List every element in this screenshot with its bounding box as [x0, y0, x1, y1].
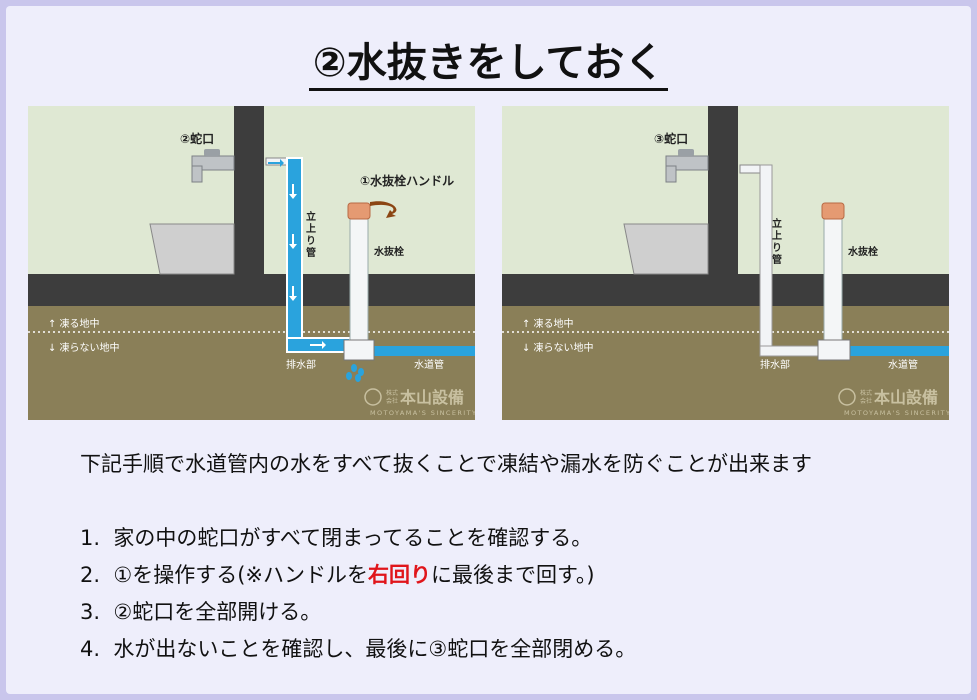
flow-arrow [289, 286, 297, 301]
step-number: 2. [80, 563, 101, 587]
flow-arrow [289, 184, 297, 199]
main-pipe [370, 346, 475, 356]
valve-handle [347, 202, 371, 220]
logo-mark [838, 388, 856, 406]
diagram-right: ③蛇口 立 上 り 管 水抜栓 ↑ 凍る地中 ↓ 凍らない地中 排水部 水道管 … [502, 106, 949, 420]
step-text: ②蛇口を全部開ける。 [113, 600, 322, 624]
riser-pipe [286, 157, 303, 345]
logo-small-2: 会社 [860, 397, 872, 405]
faucet-handle [204, 149, 220, 156]
sink [149, 223, 235, 275]
valve-pipe [349, 217, 369, 343]
logo-sub: MOTOYAMA'S SINCERITY [370, 409, 475, 417]
logo-small-1: 株式 [860, 389, 872, 397]
step-number: 1. [80, 526, 101, 550]
description: 下記手順で水道管内の水をすべて抜くことで凍結や漏水を防ぐことが出来ます [80, 452, 813, 476]
sink [623, 223, 709, 275]
step-4: 4. 水が出ないことを確認し、最後に③蛇口を全部閉める。 [80, 631, 636, 668]
riser-label-1: 立 [772, 217, 782, 230]
page-title: ②水抜きをしておく [0, 30, 977, 91]
steps-list: 1. 家の中の蛇口がすべて閉まってることを確認する。 2. ①を操作する(※ハン… [80, 520, 636, 668]
water-drop [358, 368, 364, 376]
riser-label-1: 立 [306, 210, 316, 223]
riser-label-3: り [772, 242, 782, 254]
water-drop [351, 364, 357, 372]
frost-label: ↑ 凍る地中 [522, 317, 574, 330]
main-pipe [850, 346, 949, 356]
main-label: 水道管 [888, 358, 918, 371]
drain-label: 排水部 [760, 358, 790, 371]
step-2: 2. ①を操作する(※ハンドルを右回りに最後まで回す。) [80, 557, 636, 594]
riser-label-4: 管 [306, 246, 316, 259]
drain-label: 排水部 [286, 358, 316, 371]
faucet-spout [191, 165, 203, 183]
faucet-spout [665, 165, 677, 183]
logo-small-1: 株式 [386, 389, 398, 397]
flow-arrow [289, 234, 297, 249]
logo-small-2: 会社 [386, 397, 398, 405]
nofrost-label: ↓ 凍らない地中 [522, 341, 594, 354]
step-text: 家の中の蛇口がすべて閉まってることを確認する。 [113, 526, 593, 550]
wall [708, 106, 738, 306]
ground [502, 306, 949, 420]
logo-mark [364, 388, 382, 406]
logo-name: 本山設備 [874, 388, 938, 407]
flow-arrow [310, 341, 326, 349]
faucet-handle [678, 149, 694, 156]
faucet-label: ②蛇口 [180, 131, 214, 146]
main-label: 水道管 [414, 358, 444, 371]
riser-pipe [759, 164, 773, 354]
step-number: 3. [80, 600, 101, 624]
valve-pipe [823, 217, 843, 343]
step-3: 3. ②蛇口を全部開ける。 [80, 594, 636, 631]
valve-handle [821, 202, 845, 220]
diagram-right-svg: ③蛇口 立 上 り 管 水抜栓 ↑ 凍る地中 ↓ 凍らない地中 排水部 水道管 … [502, 106, 949, 420]
flow-arrow [268, 159, 284, 167]
nofrost-label: ↓ 凍らない地中 [48, 341, 120, 354]
drain-pipe [759, 345, 823, 357]
valve-body [343, 339, 375, 361]
logo-sub: MOTOYAMA'S SINCERITY [844, 409, 949, 417]
valve-body [817, 339, 851, 361]
handle-label: ①水抜栓ハンドル [360, 173, 454, 188]
step-text: 水が出ないことを確認し、最後に③蛇口を全部閉める。 [113, 637, 637, 661]
riser-label-4: 管 [772, 253, 782, 266]
step-text: ①を操作する(※ハンドルを [113, 563, 369, 587]
step-highlight: 右回り [368, 563, 432, 587]
step-1: 1. 家の中の蛇口がすべて閉まってることを確認する。 [80, 520, 636, 557]
ground [28, 306, 475, 420]
rotate-arrow [370, 201, 397, 218]
wall [234, 106, 264, 306]
riser-label-2: 上 [772, 229, 782, 242]
faucet-label: ③蛇口 [654, 131, 688, 146]
riser-label-3: り [306, 235, 316, 247]
diagram-left-svg: ②蛇口 ①水抜栓ハンドル 立 上 り 管 水抜栓 ↑ 凍る地中 ↓ 凍らない地中… [28, 106, 475, 420]
step-number: 4. [80, 637, 101, 661]
frost-label: ↑ 凍る地中 [48, 317, 100, 330]
water-drop [355, 374, 361, 382]
valve-label: 水抜栓 [847, 245, 878, 258]
water-drop [346, 372, 352, 380]
step-text-after: に最後まで回す。) [431, 563, 595, 587]
diagram-left: ②蛇口 ①水抜栓ハンドル 立 上 り 管 水抜栓 ↑ 凍る地中 ↓ 凍らない地中… [28, 106, 475, 420]
valve-label: 水抜栓 [373, 245, 404, 258]
riser-label-2: 上 [306, 222, 316, 235]
logo-name: 本山設備 [400, 388, 464, 407]
